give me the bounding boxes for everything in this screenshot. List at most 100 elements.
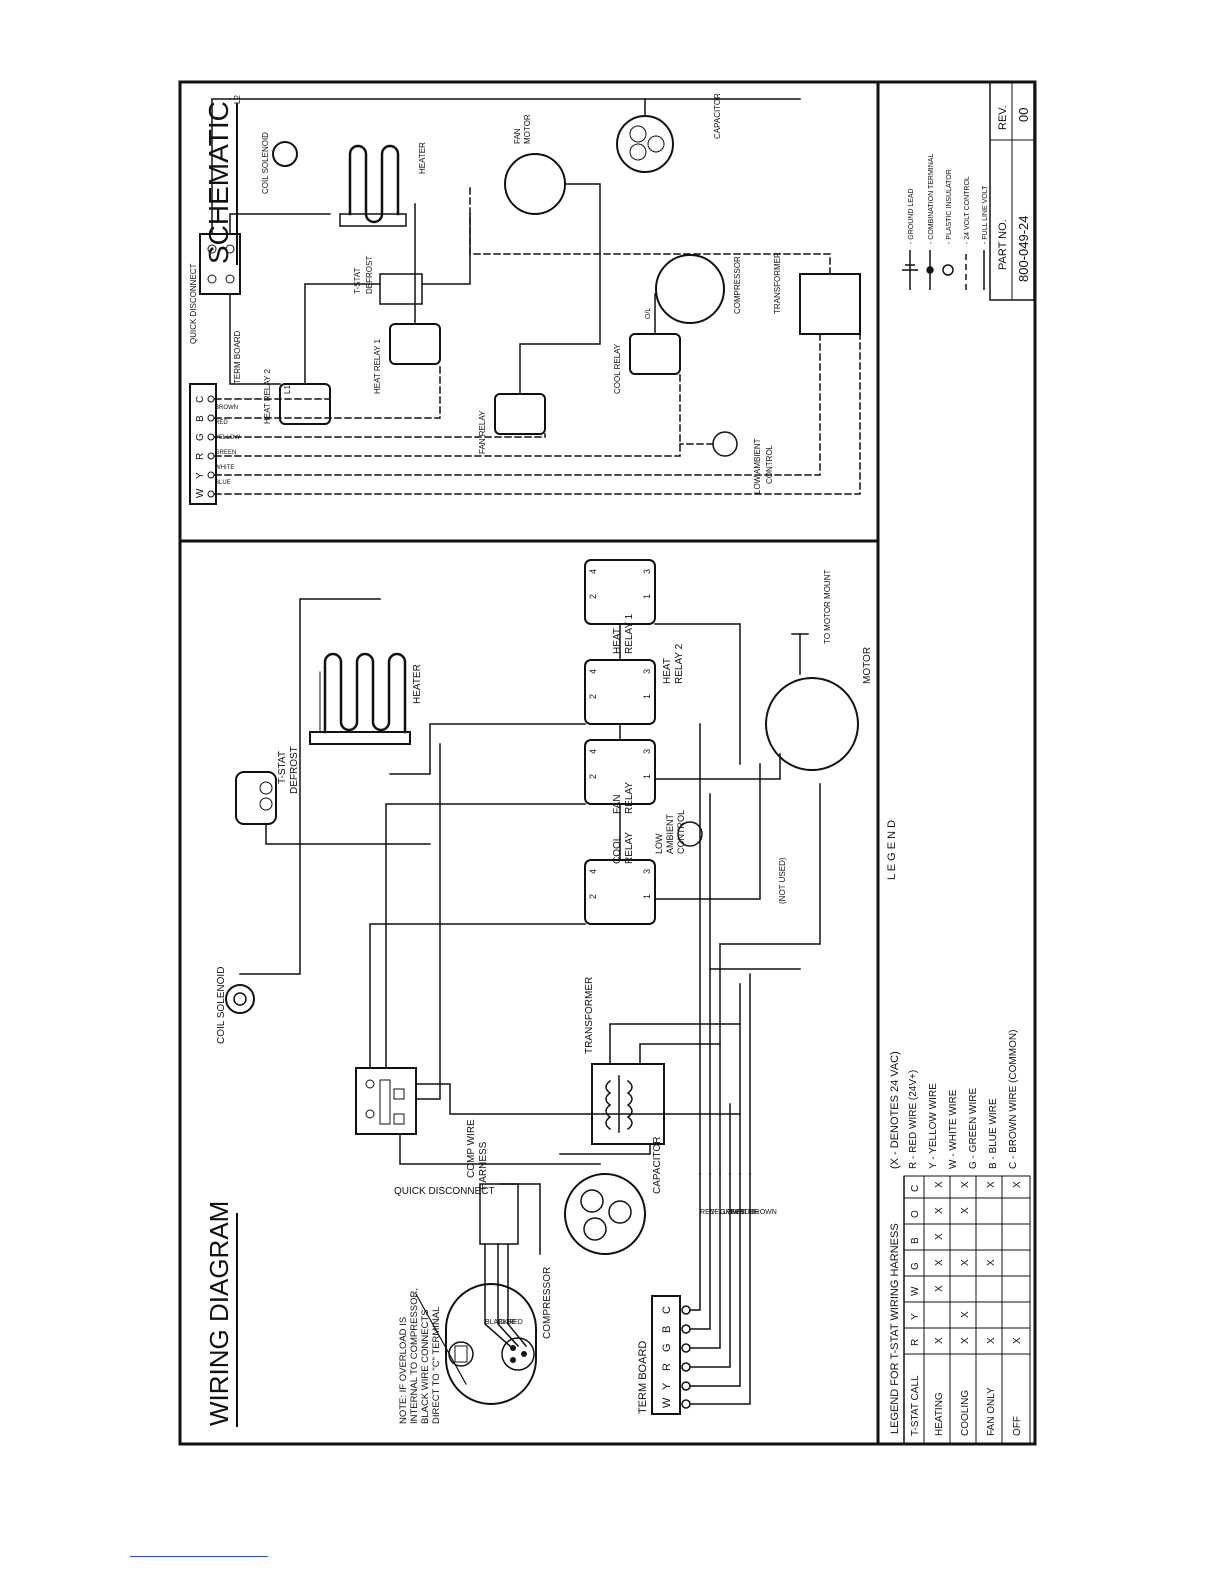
svg-text:PART NO.: PART NO.	[997, 219, 1009, 270]
svg-text:(NOT USED): (NOT USED)	[778, 857, 787, 904]
svg-text:COIL SOLENOID: COIL SOLENOID	[261, 132, 270, 194]
svg-text:FAN: FAN	[612, 795, 623, 814]
svg-text:1: 1	[642, 694, 652, 699]
svg-text:BLACK WIRE CONNECTS: BLACK WIRE CONNECTS	[420, 1309, 431, 1424]
wd-coil-solenoid: COIL SOLENOID	[216, 967, 255, 1044]
svg-text:1: 1	[642, 594, 652, 599]
svg-text:- FULL LINE VOLT: - FULL LINE VOLT	[982, 185, 989, 244]
svg-text:O/L: O/L	[645, 308, 652, 319]
svg-text:G: G	[195, 433, 206, 441]
symbol-legend: - GROUND LEAD - COMBINATION TERMINAL - P…	[902, 154, 989, 290]
svg-text:2: 2	[588, 774, 598, 779]
svg-text:HEATER: HEATER	[412, 664, 423, 704]
svg-text:TRANSFORMER: TRANSFORMER	[773, 252, 782, 314]
svg-text:3: 3	[642, 749, 652, 754]
row-label: OFF	[1012, 1416, 1023, 1436]
harness-mark: X	[986, 1259, 997, 1266]
svg-text:G - GREEN WIRE: G - GREEN WIRE	[968, 1088, 979, 1169]
wd-tstat-defrost: T-STAT DEFROST	[235, 746, 300, 825]
comp-wire-harness	[479, 1183, 519, 1245]
wd-transformer: TRANSFORMER	[584, 977, 665, 1145]
svg-text:COOL RELAY: COOL RELAY	[613, 343, 622, 394]
svg-text:G: G	[661, 1343, 673, 1352]
svg-text:Y - YELLOW WIRE: Y - YELLOW WIRE	[928, 1083, 939, 1169]
sch-coil-solenoid	[272, 141, 298, 167]
svg-text:WHITE: WHITE	[215, 465, 234, 471]
harness-legend-note: (X - DENOTES 24 VAC)	[889, 1051, 901, 1169]
svg-text:- GROUND LEAD: - GROUND LEAD	[908, 188, 915, 244]
part-number-block: PART NO. REV. 800-049-24 00	[989, 81, 1035, 301]
harness-legend-table: LEGEND FOR T-STAT WIRING HARNESS (X - DE…	[889, 1030, 1031, 1445]
svg-text:3: 3	[642, 569, 652, 574]
sch-fan-motor	[504, 153, 566, 215]
svg-text:C - BROWN WIRE (COMMON): C - BROWN WIRE (COMMON)	[1008, 1030, 1019, 1169]
svg-text:FAN RELAY: FAN RELAY	[478, 410, 487, 454]
svg-text:BLUE: BLUE	[498, 1319, 517, 1326]
svg-text:4: 4	[588, 569, 598, 574]
svg-text:T-STAT: T-STAT	[277, 751, 288, 784]
svg-text:W: W	[661, 1397, 673, 1408]
svg-text:DEFROST: DEFROST	[365, 256, 374, 294]
wire-key: R - RED WIRE (24V+) Y - YELLOW WIRE W - …	[908, 1030, 1019, 1169]
sch-tstat-defrost	[379, 273, 423, 305]
harness-mark: X	[960, 1181, 971, 1188]
sch-term-board: WYR GBC TERM BOARD	[189, 330, 242, 505]
harness-mark: X	[960, 1311, 971, 1318]
row-label: HEATING	[934, 1392, 945, 1436]
compressor-note: NOTE: IF OVERLOAD IS INTERNAL TO COMPRES…	[398, 1288, 442, 1424]
harness-mark: X	[960, 1337, 971, 1344]
svg-text:RED: RED	[700, 1209, 715, 1216]
svg-text:HEAT: HEAT	[612, 628, 623, 654]
svg-text:RED: RED	[215, 420, 228, 426]
svg-text:T-STAT: T-STAT	[353, 268, 362, 294]
svg-text:4: 4	[588, 749, 598, 754]
svg-text:NOTE: IF OVERLOAD IS: NOTE: IF OVERLOAD IS	[398, 1317, 409, 1424]
svg-text:HEAT RELAY 1: HEAT RELAY 1	[373, 338, 382, 394]
row-label: COOLING	[960, 1390, 971, 1436]
svg-text:C: C	[661, 1306, 673, 1314]
svg-text:FAN: FAN	[513, 128, 522, 144]
wiring-diagram: WIRING DIAGRAM NOTE: IF OVERLOAD IS INTE…	[204, 559, 873, 1427]
svg-text:B: B	[910, 1237, 921, 1244]
harness-mark: X	[934, 1337, 945, 1344]
svg-text:TO MOTOR MOUNT: TO MOTOR MOUNT	[823, 570, 832, 644]
row-label: FAN ONLY	[986, 1387, 997, 1436]
svg-text:T-STAT CALL: T-STAT CALL	[910, 1375, 921, 1436]
schematic-title: SCHEMATIC	[203, 101, 234, 264]
svg-text:1: 1	[642, 894, 652, 899]
svg-text:HEAT: HEAT	[662, 658, 673, 684]
svg-text:R: R	[195, 453, 206, 460]
harness-mark: X	[934, 1285, 945, 1292]
svg-text:RED: RED	[508, 1319, 523, 1326]
svg-text:C: C	[195, 396, 206, 403]
svg-text:- PLASTIC INSULATOR: - PLASTIC INSULATOR	[946, 169, 953, 244]
harness-mark: X	[986, 1181, 997, 1188]
svg-text:LOW: LOW	[654, 833, 664, 854]
svg-text:BLACK: BLACK	[485, 1319, 508, 1326]
svg-text:Y: Y	[195, 472, 206, 479]
sch-heater	[348, 144, 400, 224]
sch-quick-disconnect	[199, 233, 241, 295]
svg-text:MOTOR: MOTOR	[862, 647, 873, 684]
svg-text:2: 2	[588, 594, 598, 599]
svg-text:R - RED WIRE (24V+): R - RED WIRE (24V+)	[908, 1070, 919, 1169]
svg-text:Y: Y	[661, 1382, 673, 1390]
svg-text:1: 1	[642, 774, 652, 779]
svg-text:DEFROST: DEFROST	[289, 746, 300, 794]
svg-text:HARNESS: HARNESS	[478, 1141, 489, 1190]
harness-legend-title: LEGEND FOR T-STAT WIRING HARNESS	[889, 1223, 901, 1434]
compressor: COMPRESSOR	[445, 1267, 553, 1405]
svg-text:BLUE: BLUE	[740, 1209, 759, 1216]
svg-text:- COMBINATION TERMINAL: - COMBINATION TERMINAL	[928, 154, 935, 244]
svg-text:4: 4	[588, 869, 598, 874]
svg-text:RELAY 1: RELAY 1	[624, 613, 635, 654]
wd-capacitor: CAPACITOR	[564, 1137, 663, 1255]
harness-mark: X	[1012, 1337, 1023, 1344]
svg-text:QUICK DISCONNECT: QUICK DISCONNECT	[394, 1186, 495, 1197]
harness-mark: X	[960, 1259, 971, 1266]
svg-text:TERM BOARD: TERM BOARD	[637, 1341, 649, 1414]
svg-text:RELAY: RELAY	[624, 832, 635, 864]
wd-term-board: TERM BOARD WYR GBC	[637, 1295, 691, 1415]
schematic: SCHEMATIC QUICK DISCONNECT WYR GBC TERM …	[189, 93, 861, 505]
svg-text:HEAT RELAY 2: HEAT RELAY 2	[263, 368, 272, 424]
